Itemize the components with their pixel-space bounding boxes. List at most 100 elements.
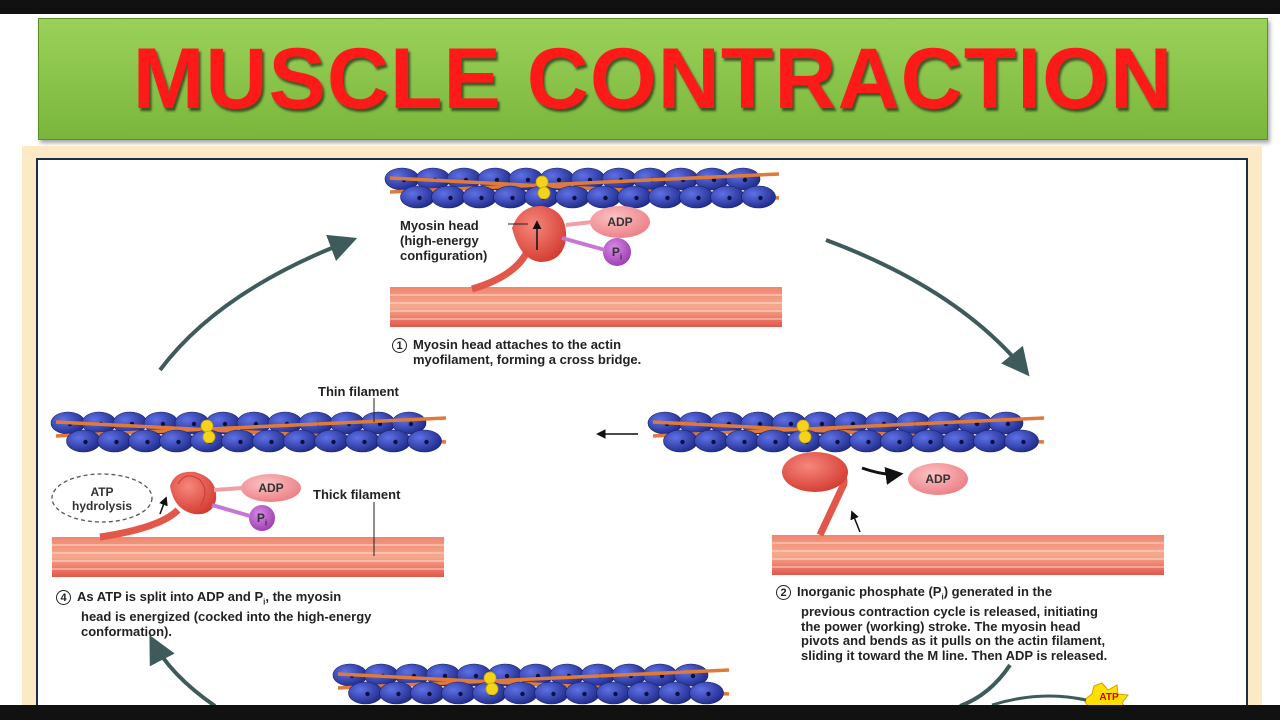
actin-monomer xyxy=(911,429,946,453)
actin-binding-site xyxy=(758,195,763,201)
actin-binding-site xyxy=(442,673,448,679)
step-4-line-3: conformation). xyxy=(81,623,172,639)
actin-monomer xyxy=(379,681,414,705)
actin-binding-site xyxy=(417,195,422,201)
actin-binding-site xyxy=(572,195,577,201)
actin-binding-site xyxy=(551,691,556,697)
step-1-number: 1 xyxy=(392,338,407,353)
actin-binding-site xyxy=(556,177,562,183)
step-2-line-1b: ) generated in the xyxy=(943,584,1053,599)
thin-filament-step-4 xyxy=(50,411,447,453)
pi-subscript: i xyxy=(619,252,623,262)
actin-binding-site xyxy=(773,439,778,445)
cycle-arrow-1-to-2 xyxy=(825,238,1030,377)
actin-binding-site xyxy=(424,439,429,445)
actin-binding-site xyxy=(788,421,794,427)
thin-filament-label: Thin filament xyxy=(318,384,399,399)
actin-monomer xyxy=(462,185,497,209)
actin-monomer xyxy=(555,185,590,209)
actin-monomer xyxy=(348,681,383,705)
actin-monomer xyxy=(441,681,476,705)
actin-monomer xyxy=(756,429,791,453)
actin-binding-site xyxy=(504,673,510,679)
actin-binding-site xyxy=(331,439,336,445)
myosin-head-label-line-2: (high-energy xyxy=(400,233,479,248)
actin-monomer xyxy=(694,429,729,453)
actin-binding-site xyxy=(928,439,933,445)
thin-filament-step-1 xyxy=(384,167,780,209)
actin-binding-site xyxy=(525,177,531,183)
step-2-line-2: previous contraction cycle is released, … xyxy=(801,604,1098,620)
actin-monomer xyxy=(617,185,652,209)
actin-binding-site xyxy=(191,421,197,427)
step-4-line-1-subscript: i xyxy=(263,597,266,607)
actin-binding-site xyxy=(114,439,119,445)
actin-binding-site xyxy=(897,439,902,445)
troponin xyxy=(485,682,499,696)
atp-hydrolysis-label: ATP hydrolysis xyxy=(62,485,142,513)
actin-monomer xyxy=(596,681,631,705)
actin-monomer xyxy=(391,411,427,435)
step-2-number: 2 xyxy=(776,585,791,600)
step-2-line-4: pivots and bends as it pulls on the acti… xyxy=(801,633,1106,649)
actin-monomer xyxy=(710,185,745,209)
actin-binding-site xyxy=(160,421,166,427)
atp-hydrolysis-line-1: ATP xyxy=(90,485,114,499)
actin-binding-site xyxy=(990,439,995,445)
pi-label-step-1: Pi xyxy=(609,245,625,264)
pi-label-step-4: Pi xyxy=(254,511,270,530)
actin-monomer xyxy=(627,681,662,705)
actin-binding-site xyxy=(675,691,680,697)
actin-monomer xyxy=(407,429,442,453)
title-banner: MUSCLE CONTRACTION xyxy=(38,18,1268,140)
actin-monomer xyxy=(97,429,132,453)
myosin-step-4 xyxy=(51,471,301,541)
bottom-black-bar xyxy=(0,705,1280,720)
actin-binding-site xyxy=(706,691,711,697)
step-2-line-3: the power (working) stroke. The myosin h… xyxy=(801,618,1081,634)
actin-binding-site xyxy=(473,673,479,679)
actin-binding-site xyxy=(582,691,587,697)
page-title: MUSCLE CONTRACTION xyxy=(132,31,1174,127)
actin-monomer xyxy=(66,429,101,453)
thick-filament-step-2 xyxy=(772,535,1164,575)
actin-monomer xyxy=(431,185,466,209)
thick-filament-step-4 xyxy=(52,537,444,577)
actin-binding-site xyxy=(1021,439,1026,445)
atp-label: ATP xyxy=(1099,692,1119,703)
step-2-line-1a: Inorganic phosphate (P xyxy=(797,584,942,599)
actin-monomer xyxy=(503,681,538,705)
actin-binding-site xyxy=(659,673,665,679)
troponin xyxy=(535,175,549,189)
actin-binding-site xyxy=(408,421,414,427)
thin-filament-step-3 xyxy=(332,663,730,705)
troponin xyxy=(483,671,497,685)
actin-monomer xyxy=(314,429,349,453)
actin-monomer xyxy=(252,429,287,453)
actin-binding-site xyxy=(690,673,696,679)
actin-binding-site xyxy=(448,195,453,201)
actin-binding-site xyxy=(427,691,432,697)
actin-monomer xyxy=(849,429,884,453)
troponin xyxy=(202,430,216,444)
actin-monomer xyxy=(221,429,256,453)
actin-monomer xyxy=(988,411,1024,435)
actin-monomer xyxy=(663,429,698,453)
actin-binding-site xyxy=(696,195,701,201)
adp-label-step-1: ADP xyxy=(607,215,633,229)
actin-binding-site xyxy=(300,439,305,445)
actin-monomer xyxy=(400,185,435,209)
actin-monomer xyxy=(648,185,683,209)
actin-binding-site xyxy=(742,177,748,183)
troponin xyxy=(537,186,551,200)
actin-monomer xyxy=(1004,429,1039,453)
actin-binding-site xyxy=(238,439,243,445)
troponin xyxy=(200,419,214,433)
actin-monomer xyxy=(942,429,977,453)
actin-binding-site xyxy=(959,439,964,445)
actin-binding-site xyxy=(742,439,747,445)
actin-binding-site xyxy=(362,439,367,445)
actin-binding-site xyxy=(479,195,484,201)
